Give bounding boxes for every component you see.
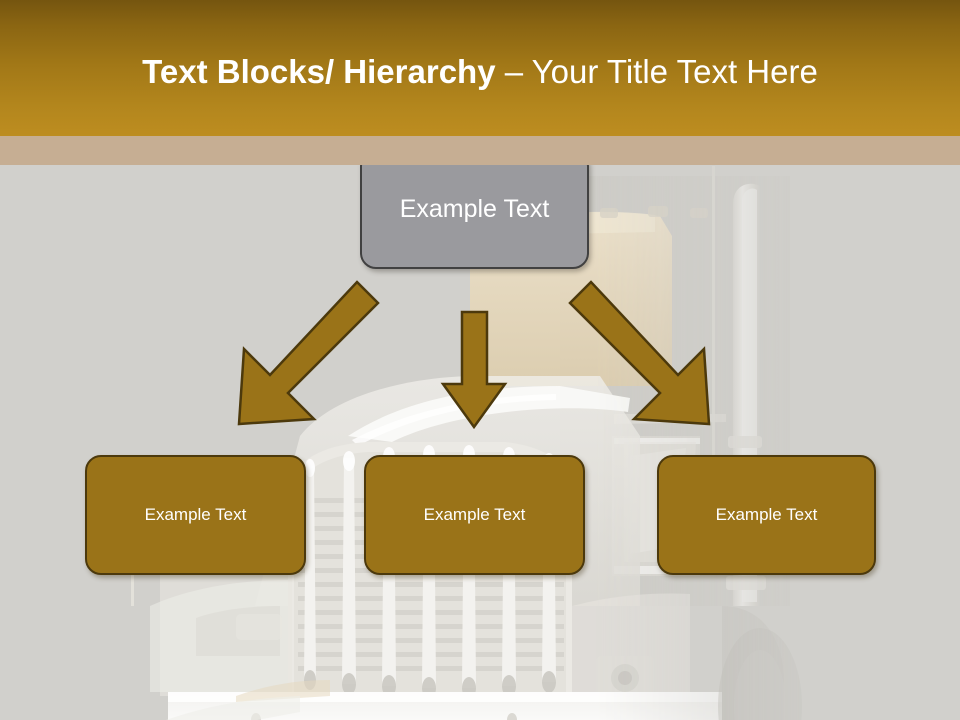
hierarchy-child-label-3: Example Text [715,505,818,524]
page-title-normal: – Your Title Text Here [504,53,818,90]
hierarchy-parent-label: Example Text [399,195,550,223]
page-title-strong: Text Blocks/ Hierarchy [142,53,505,90]
title-accent-band [0,136,960,165]
title-banner [0,0,960,136]
hierarchy-parent-node[interactable]: Example Text [360,150,589,269]
hierarchy-child-node-3[interactable]: Example Text [657,455,876,575]
page-title: Text Blocks/ Hierarchy – Your Title Text… [0,52,960,92]
hierarchy-child-label-1: Example Text [144,505,247,524]
hierarchy-child-node-2[interactable]: Example Text [364,455,585,575]
hierarchy-child-node-1[interactable]: Example Text [85,455,306,575]
hierarchy-child-label-2: Example Text [423,505,526,524]
